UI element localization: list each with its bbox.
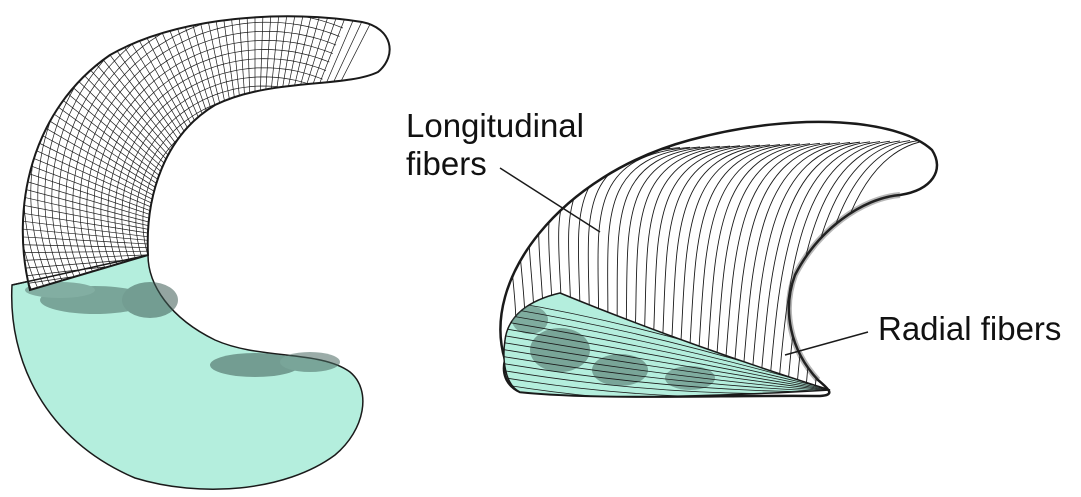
longitudinal-label-line2: fibers [406,145,487,182]
radial-label: Radial fibers [878,310,1061,347]
longitudinal-label-line1: Longitudinal [406,107,584,144]
left-meniscus [0,0,437,489]
longitudinal-fibers-label: Longitudinal fibers [406,107,600,232]
right-meniscus [500,122,937,406]
radial-fibers-label: Radial fibers [785,310,1061,355]
left-upper-mesh-outline [23,16,390,290]
